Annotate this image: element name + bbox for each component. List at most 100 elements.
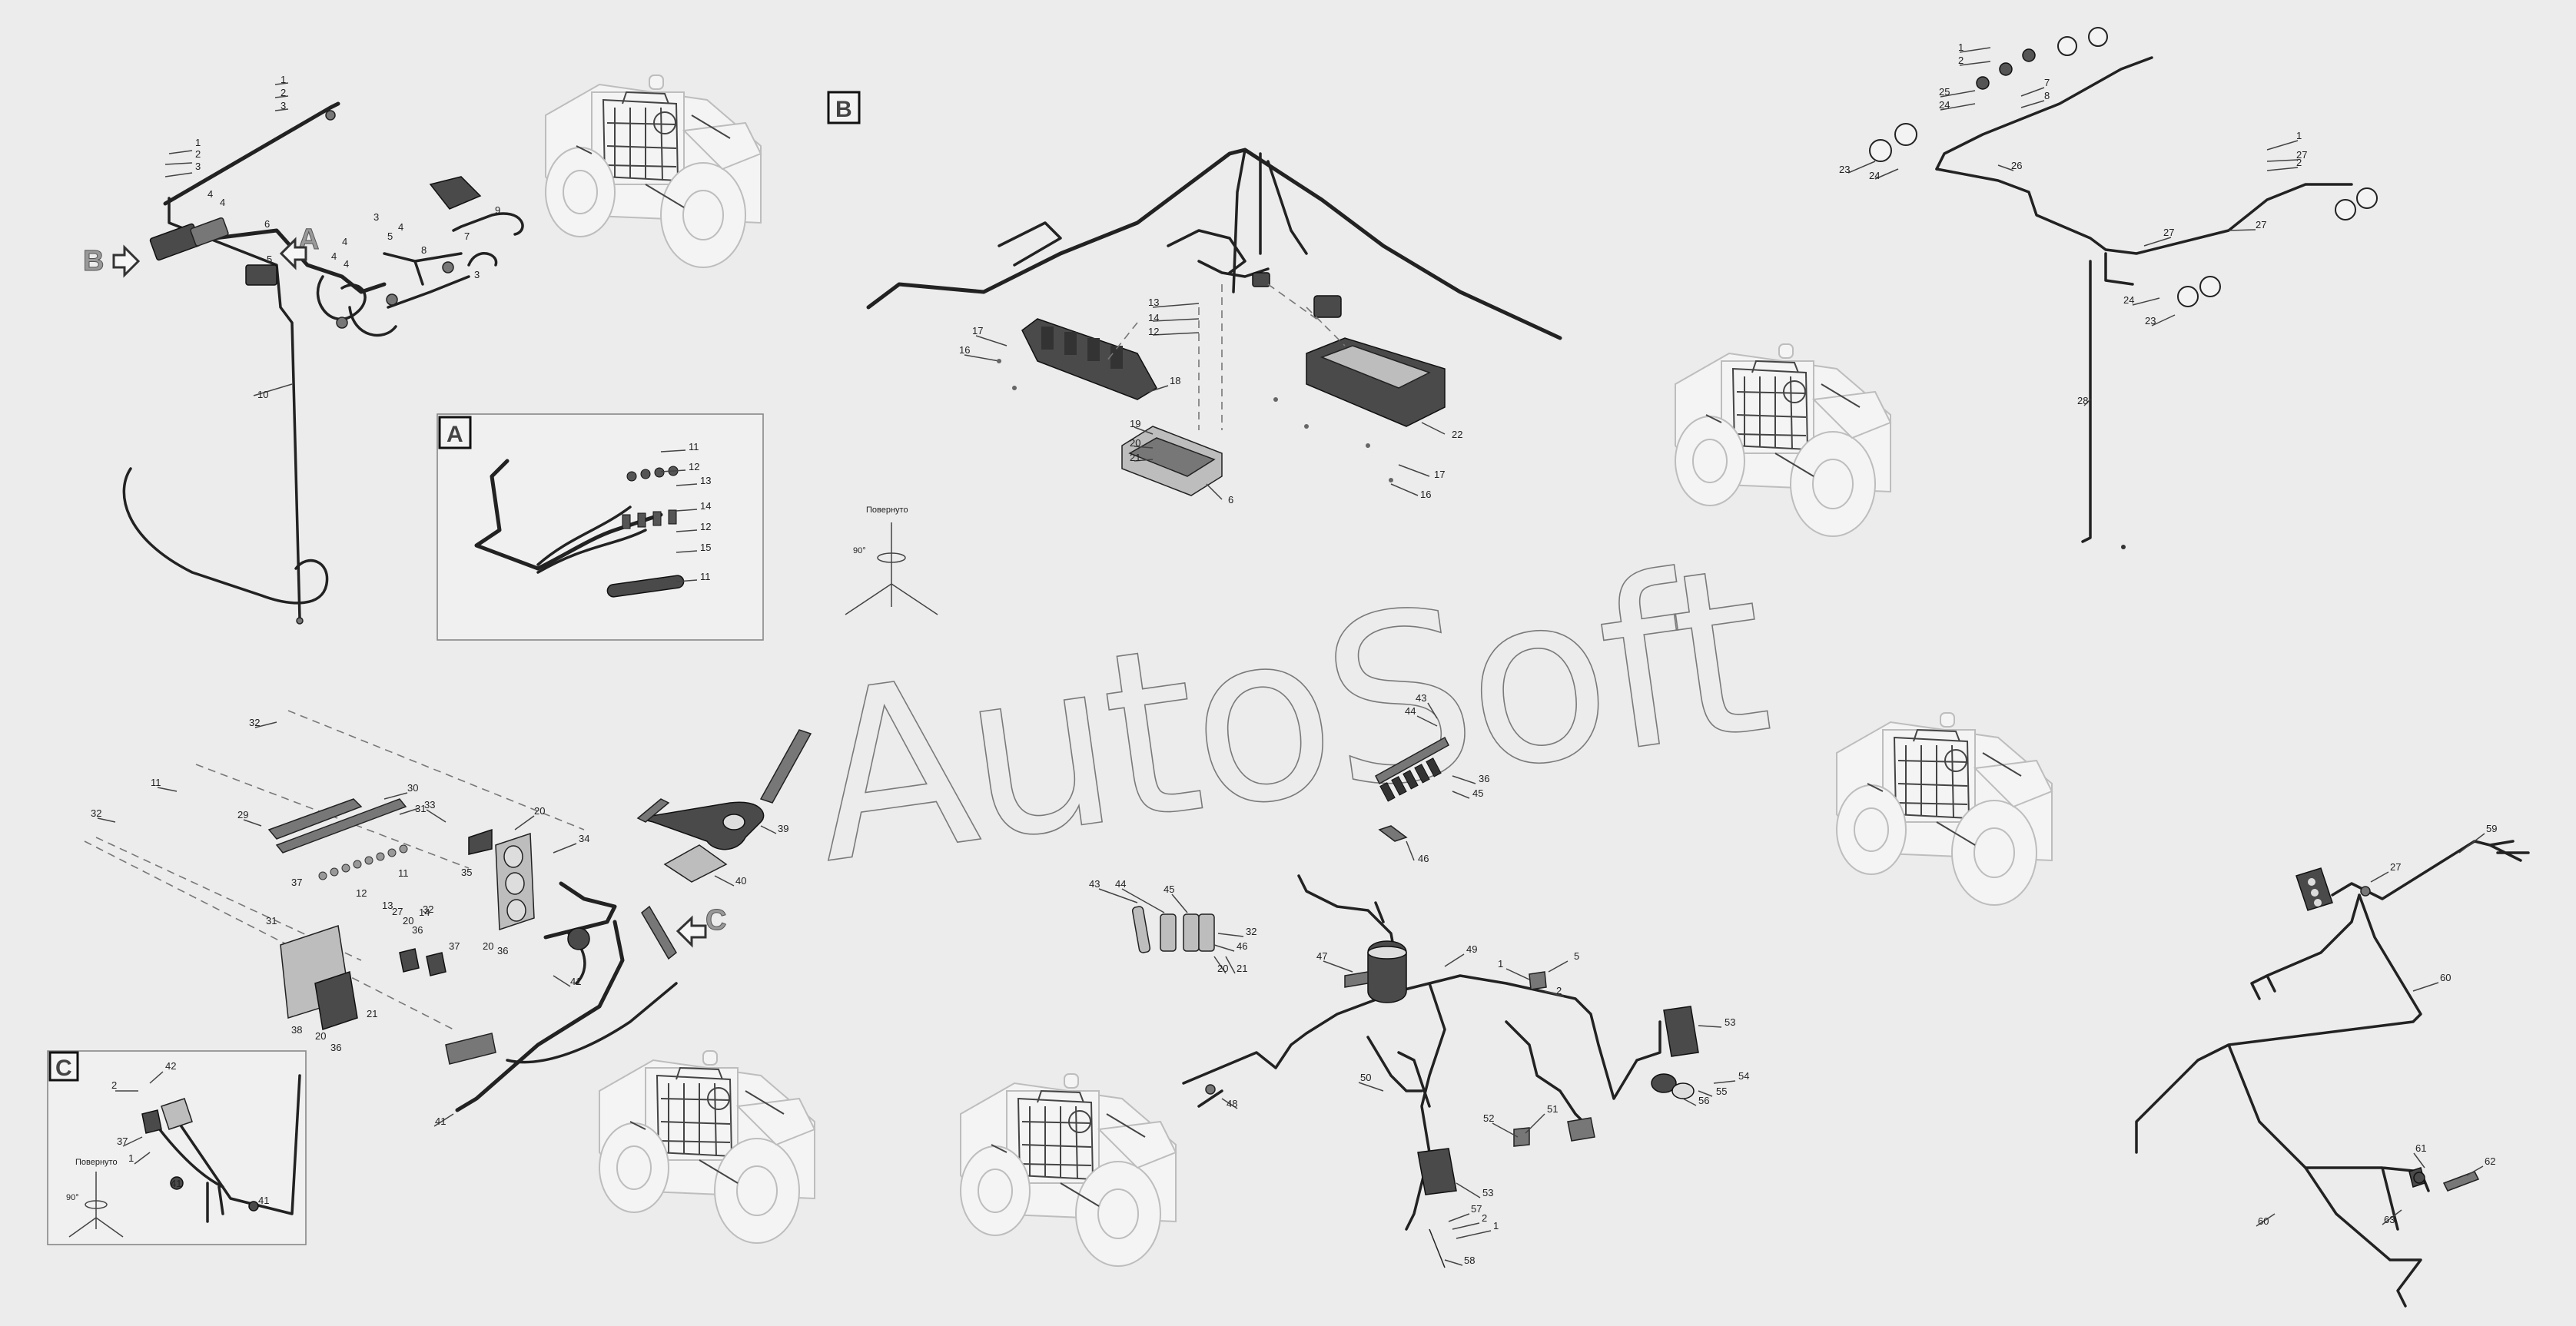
callout-ml-24: 20: [315, 1030, 326, 1042]
callout-ml-4: 30: [407, 782, 418, 794]
callout-ml-22: 36: [497, 945, 508, 956]
callout-tr-16: 28: [2077, 395, 2088, 406]
callout-B-0: 13: [1148, 297, 1159, 308]
callout-A-3: 14: [700, 500, 711, 512]
callout-tl-4: 2: [195, 148, 201, 160]
tractor-illustration-5: [960, 1073, 1177, 1267]
callout-B-7: 20: [1130, 437, 1140, 449]
callout-ml-10: 35: [461, 867, 472, 878]
callout-bc-9: 1: [1498, 958, 1503, 970]
view-c-frame-label: C: [55, 1056, 72, 1081]
callout-ml-19: 31: [266, 915, 277, 927]
callout-tl-9: 5: [267, 254, 272, 265]
callout-tr-2: 25: [1939, 86, 1950, 98]
callout-B-5: 18: [1170, 375, 1180, 386]
watermark-text: AutoSoft: [797, 516, 1779, 914]
callout-mid-3: 45: [1472, 787, 1483, 799]
bottom-center-harness-assembly: [1098, 874, 1736, 1268]
callout-bc-1: 44: [1115, 878, 1126, 890]
callout-ml-21: 20: [483, 940, 493, 952]
callout-A-0: 11: [689, 441, 699, 452]
callout-mid-0: 43: [1416, 692, 1426, 704]
callout-ml-23: 38: [291, 1024, 302, 1036]
callout-tl-13: 3: [373, 211, 379, 223]
callout-tl-12: 4: [344, 258, 349, 270]
callout-br-3: 61: [2415, 1142, 2426, 1154]
callout-bc-20: 53: [1482, 1187, 1493, 1198]
callout-A-5: 15: [700, 542, 711, 553]
view-c-detail: C Повернуто 90°: [47, 1050, 307, 1245]
callout-ml-1: 11: [151, 777, 161, 788]
callout-bc-14: 55: [1716, 1086, 1727, 1097]
view-b-marker-left: B: [83, 244, 141, 278]
callout-B-8: 21: [1130, 452, 1140, 463]
callout-ml-13: 13: [382, 900, 393, 911]
callout-tr-14: 24: [2123, 294, 2134, 306]
callout-tr-10: 27: [2296, 149, 2307, 161]
callout-tl-14: 5: [387, 230, 393, 242]
callout-ml-2: 32: [91, 807, 101, 819]
mid-left-relay-panel-assembly: [84, 710, 812, 1127]
callout-tl-19: 3: [474, 269, 480, 280]
view-a-detail: A: [437, 413, 764, 641]
callout-bc-2: 45: [1164, 883, 1174, 895]
callout-tr-8: 26: [2011, 160, 2022, 171]
view-b-letter-left: B: [83, 245, 104, 277]
callout-bc-6: 21: [1237, 963, 1247, 974]
callout-br-2: 60: [2440, 972, 2451, 983]
tractor-illustration-4: [599, 1050, 815, 1244]
callout-br-6: 60: [2258, 1215, 2269, 1227]
callout-tl-10: 4: [331, 250, 337, 262]
callout-C-5: 41: [258, 1195, 269, 1206]
callout-ml-18: 36: [412, 924, 423, 936]
callout-tl-5: 3: [195, 161, 201, 172]
callout-bc-11: 2: [1556, 985, 1562, 996]
rotated-note-top: Повернуто: [866, 506, 908, 515]
rotated-note-c: Повернуто: [75, 1158, 118, 1167]
callout-ml-17: 32: [423, 903, 433, 915]
callout-ml-15: 27: [392, 906, 403, 917]
callout-br-5: 63: [2384, 1214, 2395, 1225]
callout-tl-15: 4: [398, 221, 403, 233]
top-left-harness-assembly: [122, 82, 524, 625]
callout-C-2: 37: [117, 1135, 128, 1147]
callout-B-11: 17: [1434, 469, 1445, 480]
callout-ml-16: 20: [403, 915, 413, 927]
view-a-marker: A: [279, 224, 320, 270]
callout-bc-22: 2: [1482, 1212, 1487, 1224]
callout-bc-3: 32: [1246, 926, 1256, 937]
callout-B-1: 14: [1148, 312, 1159, 323]
view-b-frame-label: B: [835, 97, 852, 122]
callout-bc-17: 48: [1227, 1098, 1237, 1109]
callout-br-1: 59: [2486, 823, 2497, 834]
callout-tl-7: 4: [220, 197, 225, 208]
bottom-right-harness-assembly: [2135, 833, 2530, 1308]
callout-tl-11: 4: [342, 236, 347, 247]
view-c-marker: C: [676, 904, 727, 948]
callout-bc-21: 57: [1471, 1203, 1482, 1215]
callout-ml-30: 41: [435, 1115, 446, 1127]
callout-B-12: 16: [1420, 489, 1431, 500]
callout-mid-2: 36: [1479, 773, 1489, 784]
callout-ml-5: 31: [415, 803, 426, 814]
callout-tl-18: 9: [495, 204, 500, 216]
rotated-angle-c: 90°: [66, 1193, 79, 1202]
callout-bc-0: 43: [1089, 878, 1100, 890]
callout-mid-4: 46: [1418, 853, 1429, 864]
callout-tl-20: 10: [257, 389, 268, 400]
callout-tr-13: 27: [2256, 219, 2266, 230]
callout-bc-10: 5: [1574, 950, 1579, 962]
callout-bc-4: 46: [1237, 940, 1247, 952]
tractor-illustration-1: [545, 75, 762, 268]
tractor-illustration-3: [1836, 712, 2053, 906]
callout-tl-2: 3: [281, 100, 286, 111]
callout-tr-15: 23: [2145, 315, 2156, 327]
callout-C-3: 1: [128, 1152, 134, 1164]
fuse-set: [1131, 906, 1215, 953]
callout-tr-12: 27: [2163, 227, 2174, 238]
callout-bc-16: 50: [1360, 1072, 1371, 1083]
callout-B-4: 16: [959, 344, 970, 356]
callout-bc-18: 51: [1547, 1103, 1558, 1115]
